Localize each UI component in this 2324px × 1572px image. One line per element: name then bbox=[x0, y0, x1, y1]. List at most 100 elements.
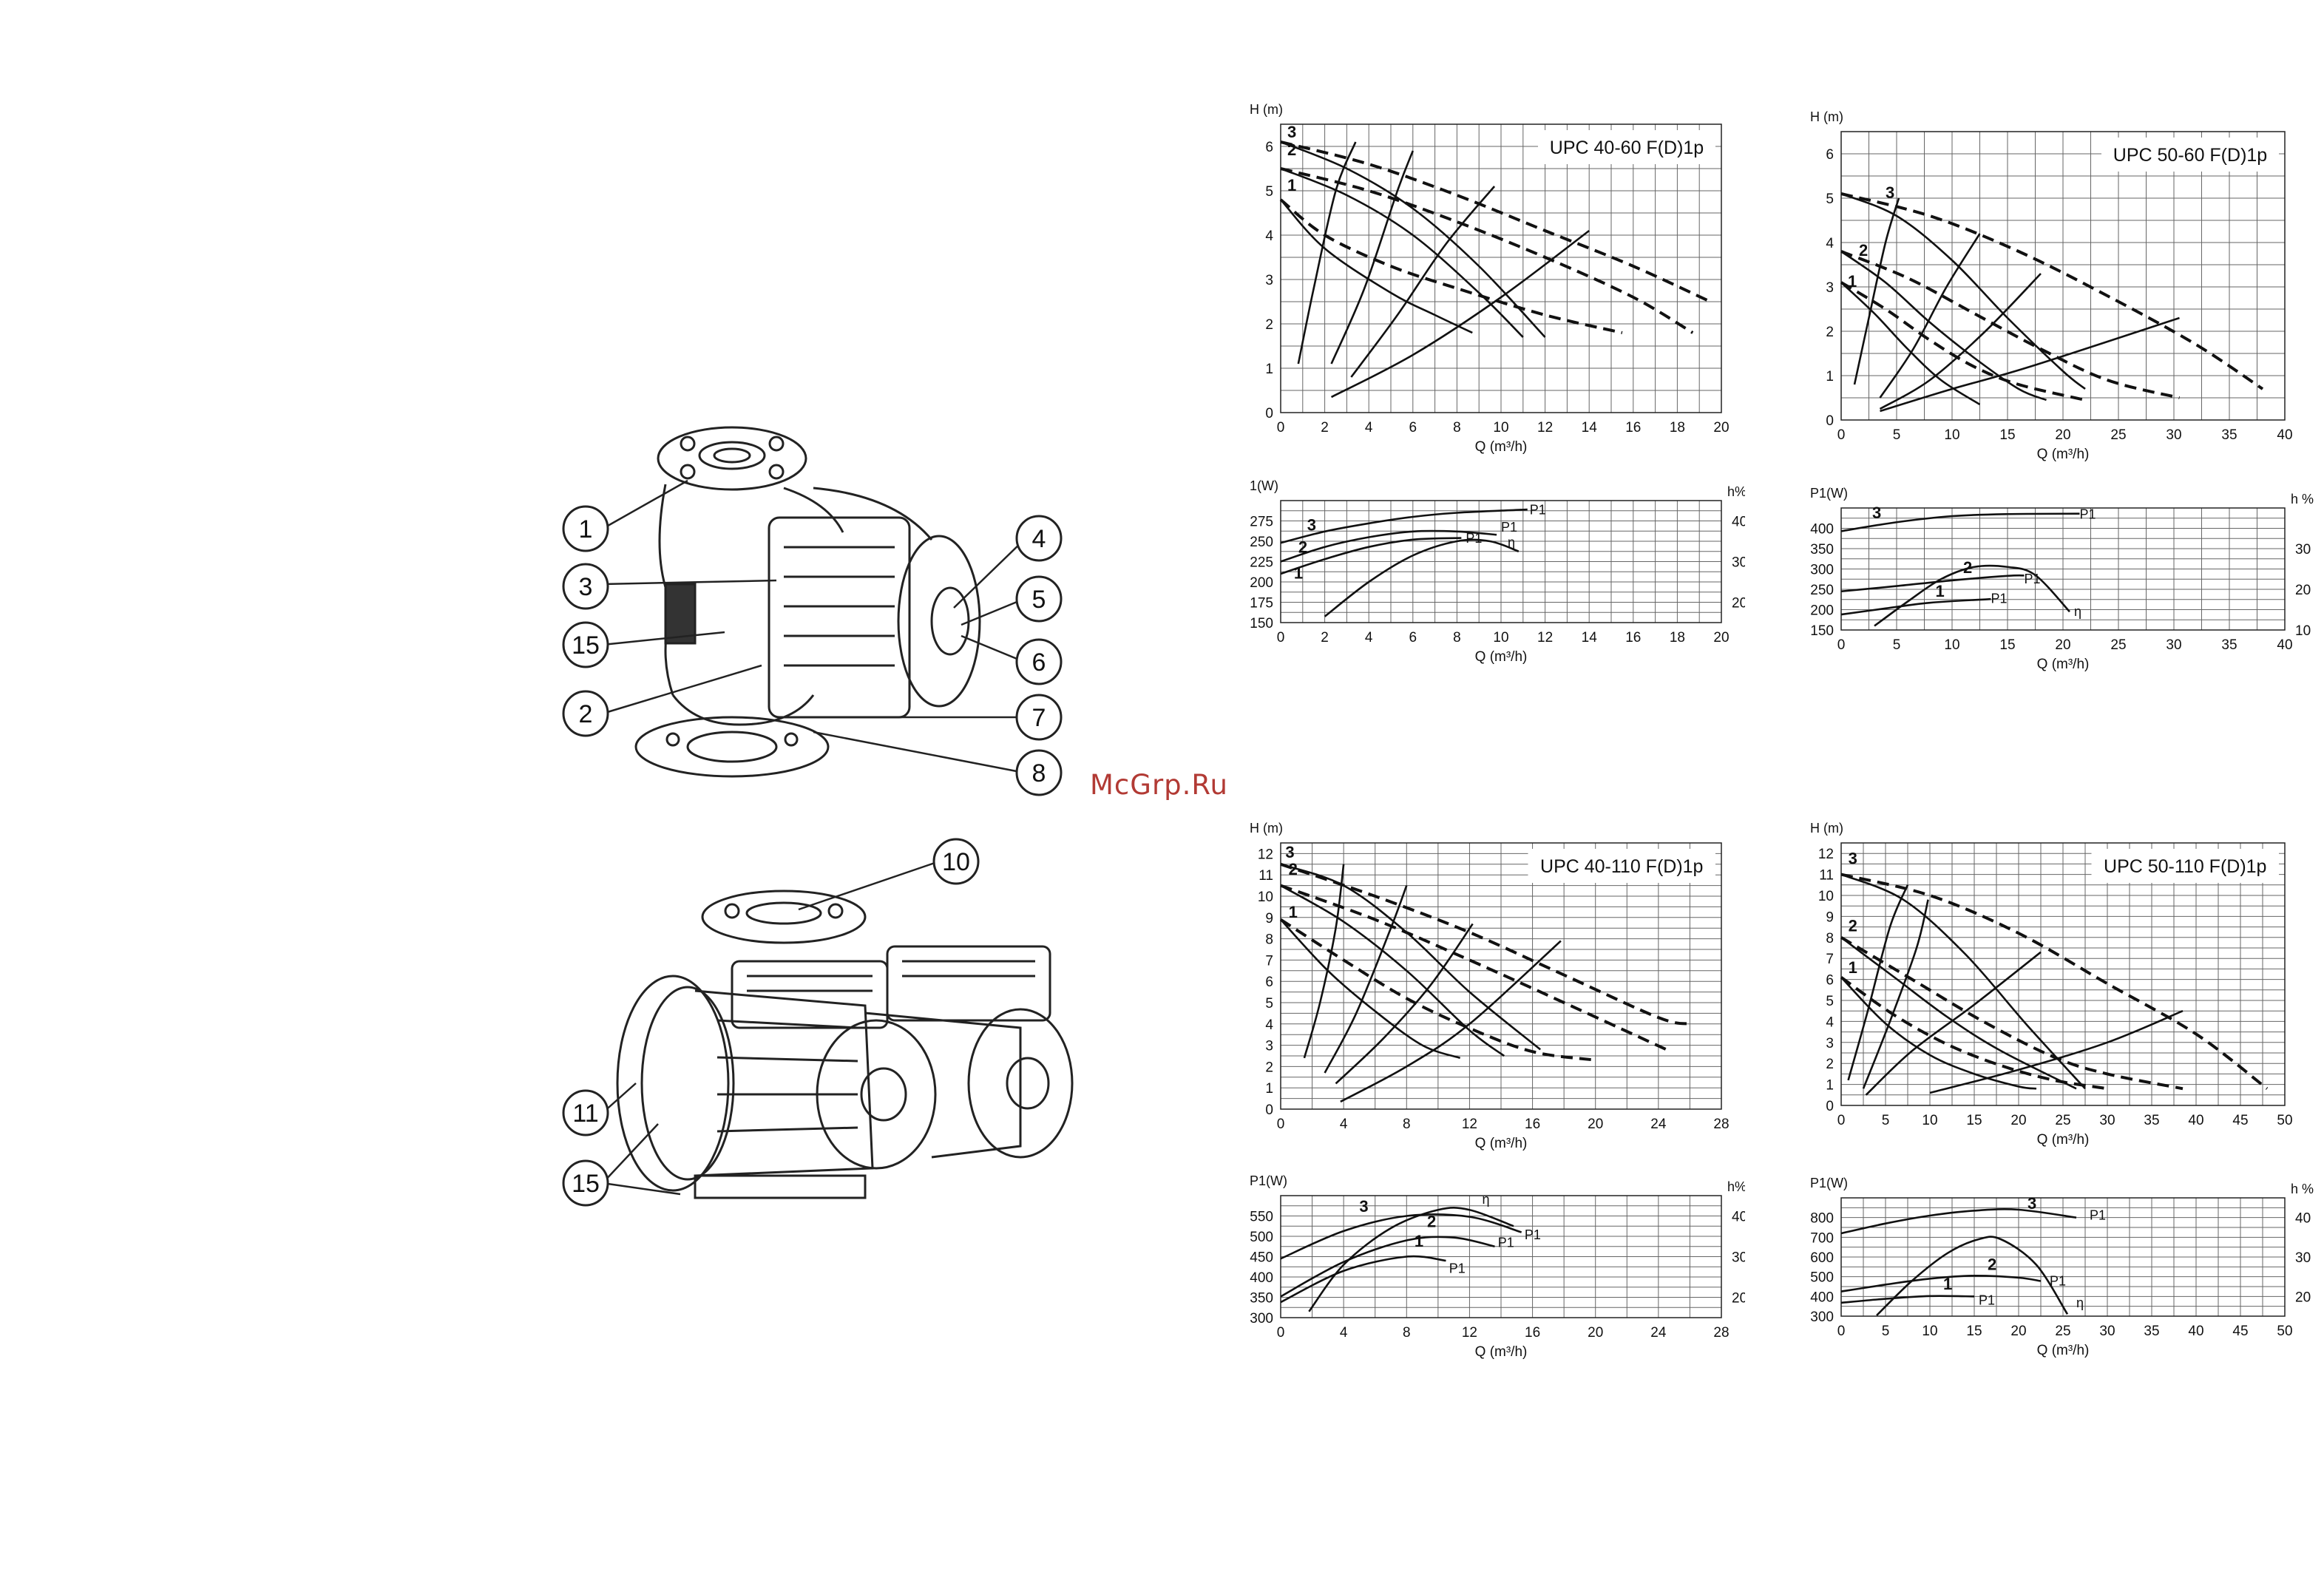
chart-1-plot-frame bbox=[1280, 123, 1722, 413]
chart-3-series-3-dashed bbox=[1840, 281, 2086, 402]
chart-7-series-6-solid bbox=[1840, 976, 2037, 1090]
chart-7-y-tick-label: 12 bbox=[1818, 847, 1834, 862]
chart-8-y2-tick-label: 30 bbox=[2295, 1250, 2311, 1266]
chart-1-curve-label: 2 bbox=[1287, 140, 1296, 159]
chart-5-series-6-solid bbox=[1280, 918, 1461, 1060]
chart-4-x-tick-label: 5 bbox=[1893, 637, 1901, 653]
chart-6-x-tick-label: 4 bbox=[1340, 1325, 1348, 1341]
chart-5-y-tick-label: 0 bbox=[1265, 1102, 1273, 1118]
chart-3-curve-label: 2 bbox=[1859, 241, 1868, 260]
chart-5-title-box bbox=[1528, 849, 1715, 883]
chart-3-curve-label: 1 bbox=[1848, 272, 1857, 291]
chart-2-y2-axis-label: h% bbox=[1727, 484, 1745, 499]
callout-7: 7 bbox=[1032, 704, 1046, 732]
chart-2-series-3-solid bbox=[1280, 537, 1462, 575]
chart-3-x-tick-label: 15 bbox=[1999, 427, 2015, 443]
chart-5-curve-label: 2 bbox=[1289, 860, 1298, 878]
chart-8-curve-label: P1 bbox=[1979, 1293, 1995, 1308]
chart-6-series-1-solid bbox=[1280, 1213, 1522, 1260]
chart-7-y-tick-label: 5 bbox=[1826, 994, 1834, 1009]
chart-3-x-tick-label: 0 bbox=[1837, 427, 1846, 443]
chart-5-curve-label: 1 bbox=[1289, 903, 1298, 921]
chart-6-y2-tick-label: 20 bbox=[1732, 1291, 1745, 1307]
watermark-text: McGrp.Ru bbox=[1090, 769, 1228, 801]
chart-2-y-tick-label: 275 bbox=[1250, 515, 1273, 530]
pump-illustrations: 1 3 15 2 4 5 6 7 8 10 11 15 bbox=[562, 426, 1074, 1207]
chart-7-x-tick-label: 15 bbox=[1966, 1113, 1982, 1128]
chart-3-y-tick-label: 6 bbox=[1826, 147, 1834, 163]
chart-5-series-5-solid bbox=[1280, 884, 1505, 1057]
chart-6-y-tick-label: 550 bbox=[1250, 1210, 1273, 1225]
chart-7-y-tick-label: 7 bbox=[1826, 952, 1834, 967]
chart-1-series-2-dashed bbox=[1280, 167, 1694, 334]
chart-2-curve-label: P1 bbox=[1501, 520, 1517, 535]
chart-3-curve-label: 3 bbox=[1886, 183, 1894, 202]
chart-4-y2-tick-label: 20 bbox=[2295, 583, 2311, 598]
chart-4-y2-axis-label: h % bbox=[2291, 492, 2314, 507]
chart-2-y2-tick-label: 30 bbox=[1732, 555, 1745, 571]
chart-4-x-tick-label: 10 bbox=[1944, 637, 1959, 653]
chart-7-y-tick-label: 9 bbox=[1826, 909, 1834, 925]
chart-2-x-tick-label: 18 bbox=[1670, 630, 1685, 646]
chart-2-x-tick-label: 10 bbox=[1493, 630, 1508, 646]
chart-5-y-tick-label: 10 bbox=[1258, 890, 1273, 905]
chart-8-x-tick-label: 30 bbox=[2099, 1324, 2115, 1339]
chart-1-y-axis-label: H (m) bbox=[1250, 102, 1283, 117]
chart-6-y2-tick-label: 40 bbox=[1732, 1210, 1745, 1225]
chart-7-x-tick-label: 20 bbox=[2010, 1113, 2026, 1128]
chart-5-y-tick-label: 2 bbox=[1265, 1060, 1273, 1075]
callout-15: 15 bbox=[572, 631, 600, 660]
chart-8-series-3-solid bbox=[1840, 1295, 1975, 1304]
chart-4-curve-label: 2 bbox=[1963, 558, 1972, 577]
chart-5-x-tick-label: 0 bbox=[1277, 1117, 1285, 1132]
chart-3-y-tick-label: 4 bbox=[1826, 236, 1834, 251]
chart-6-x-tick-label: 16 bbox=[1525, 1325, 1540, 1341]
chart-1-x-axis-label: Q (m³/h) bbox=[1475, 439, 1528, 455]
chart-1-x-tick-label: 10 bbox=[1493, 420, 1508, 436]
chart-7-x-tick-label: 25 bbox=[2055, 1113, 2070, 1128]
callout-15b: 15 bbox=[572, 1170, 600, 1198]
chart-2-y-tick-label: 150 bbox=[1250, 616, 1273, 631]
chart-5-curve-label: 3 bbox=[1285, 843, 1294, 861]
chart-1-series-8-solid bbox=[1330, 150, 1415, 365]
chart-6-y-tick-label: 350 bbox=[1250, 1291, 1273, 1307]
chart-6-plot-frame bbox=[1280, 1195, 1722, 1318]
chart-1-x-tick-label: 2 bbox=[1321, 420, 1329, 436]
chart-3-title: UPC 50-60 F(D)1p bbox=[2113, 145, 2267, 166]
callout-11: 11 bbox=[572, 1100, 598, 1128]
callout-leaders bbox=[602, 479, 1025, 1196]
chart-4-curve-label: P1 bbox=[1991, 592, 2008, 606]
chart-2-x-tick-label: 14 bbox=[1582, 630, 1598, 646]
chart-3-x-tick-label: 40 bbox=[2277, 427, 2292, 443]
chart-1-x-tick-label: 16 bbox=[1625, 420, 1641, 436]
chart-6-x-axis-label: Q (m³/h) bbox=[1475, 1344, 1528, 1360]
chart-2-x-tick-label: 8 bbox=[1453, 630, 1461, 646]
chart-5-y-axis-label: H (m) bbox=[1250, 821, 1283, 836]
chart-3-x-tick-label: 25 bbox=[2110, 427, 2126, 443]
chart-8-x-tick-label: 40 bbox=[2188, 1324, 2203, 1339]
chart-6-x-tick-label: 24 bbox=[1650, 1325, 1667, 1341]
chart-4-curve-label: 3 bbox=[1872, 504, 1881, 522]
chart-2-curve-label: 3 bbox=[1307, 516, 1316, 535]
chart-6-curve-label: 1 bbox=[1415, 1232, 1423, 1250]
chart-7-y-tick-label: 3 bbox=[1826, 1036, 1834, 1051]
chart-4-series-4-solid bbox=[1874, 564, 2070, 627]
chart-8-x-tick-label: 50 bbox=[2277, 1324, 2292, 1339]
chart-5-y-tick-label: 1 bbox=[1265, 1081, 1273, 1097]
chart-6-x-tick-label: 8 bbox=[1403, 1325, 1411, 1341]
chart-1-series-3-dashed bbox=[1279, 198, 1623, 334]
chart-2-x-tick-label: 6 bbox=[1409, 630, 1417, 646]
chart-3-series-5-solid bbox=[1840, 250, 2047, 402]
chart-3-y-axis-label: H (m) bbox=[1810, 109, 1843, 124]
single-pump-drawing bbox=[634, 426, 981, 778]
chart-2-x-tick-label: 12 bbox=[1537, 630, 1553, 646]
callout-3: 3 bbox=[579, 573, 593, 601]
callout-8: 8 bbox=[1032, 759, 1046, 787]
chart-7-plot-frame bbox=[1840, 842, 2286, 1106]
chart-4-x-axis-label: Q (m³/h) bbox=[2037, 657, 2090, 672]
chart-3-x-tick-label: 5 bbox=[1893, 427, 1901, 443]
chart-4-series-3-solid bbox=[1840, 597, 1991, 616]
